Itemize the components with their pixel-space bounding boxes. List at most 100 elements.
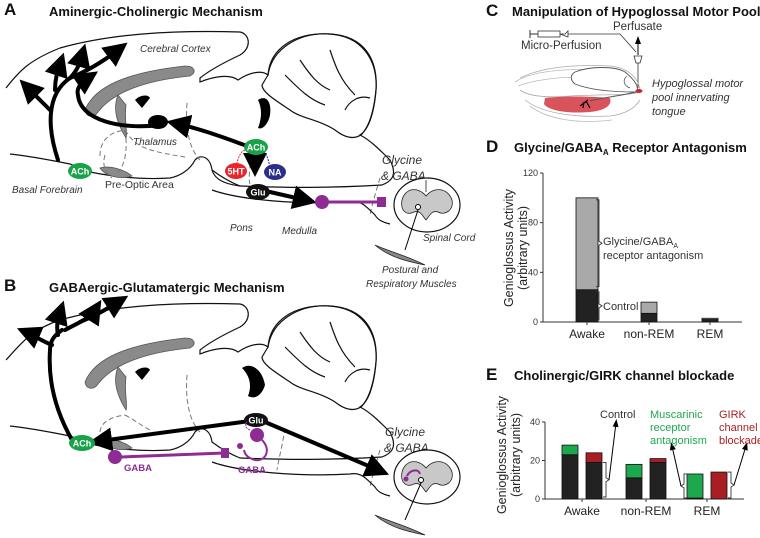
chart-d-bar-control xyxy=(640,312,658,323)
ventricle-b xyxy=(135,367,150,380)
svg-text:GABA: GABA xyxy=(124,463,152,474)
chart-e-bracket-girk xyxy=(728,471,735,499)
label-spinal-cord: Spinal Cord xyxy=(423,233,476,244)
annot-control-e: Control xyxy=(600,409,635,421)
thalamus-node xyxy=(148,115,168,129)
pons-curve xyxy=(211,169,241,187)
chart-e-category-label: REM xyxy=(694,504,721,518)
panel-d: D Glycine/GABAA Receptor Antagonism 0408… xyxy=(486,137,747,341)
corpus-callosum-b xyxy=(84,337,195,389)
chart-d-bar-antagonism xyxy=(640,301,658,314)
chart-e-bracket-muscarinic xyxy=(680,473,687,499)
corpus-callosum xyxy=(84,65,195,117)
panel-c: C Manipulation of Hypoglossal Motor Pool… xyxy=(486,1,760,122)
chart-e-ylabel-1: Genioglossus Activity xyxy=(495,395,509,514)
cortex-arrow-1 xyxy=(19,79,52,112)
panel-d-letter: D xyxy=(486,137,498,156)
chart-d-ytick-label: 120 xyxy=(523,168,538,178)
ach-pons-node: ACh xyxy=(244,139,268,155)
chart-d-bar-control xyxy=(575,289,599,323)
serotonin-node: 5HT xyxy=(225,163,247,179)
chart-e-ytick-label: 40 xyxy=(530,417,540,427)
glu-to-ach-arrow xyxy=(88,419,252,452)
forebrain-projection xyxy=(48,76,72,162)
noradrenaline-node: NA xyxy=(264,164,286,180)
glutamate-node-a: Glu xyxy=(246,184,270,200)
chart-d-ytick-label: 0 xyxy=(533,317,538,327)
chart-d-category-label: Awake xyxy=(569,327,605,341)
panel-e-letter: E xyxy=(486,365,497,384)
panel-e-title: Cholinergic/GIRK channel blockade xyxy=(514,368,734,383)
panel-a-letter: A xyxy=(4,0,16,19)
label-hypoglossal-line3: tongue xyxy=(652,106,686,118)
chart-e-arrow-girk xyxy=(733,442,748,486)
label-medulla: Medulla xyxy=(282,226,317,237)
pons-boundary-b xyxy=(186,374,201,433)
cerebellum-folds xyxy=(284,49,371,111)
chart-e-bar-control xyxy=(585,462,603,500)
chart-d-category-label: REM xyxy=(697,327,724,341)
cortex-arrow-b1 xyxy=(16,326,54,349)
chart-e-bar-girk xyxy=(585,452,603,463)
spinal-boundary-b xyxy=(369,449,381,488)
thalamus-boundary xyxy=(99,129,186,158)
svg-text:ACh: ACh xyxy=(73,439,92,449)
spinal-cord-b xyxy=(374,449,461,536)
thalamic-cortex-arrow xyxy=(71,71,162,129)
label-basal-forebrain: Basal Forebrain xyxy=(12,185,83,196)
chart-d-ylabel-2: (arbitrary units) xyxy=(516,206,530,290)
label-micro-perfusion: Micro-Perfusion xyxy=(521,40,602,52)
svg-text:ACh: ACh xyxy=(247,143,266,153)
rat-head-diagram xyxy=(514,65,643,122)
brainstem-outline-b xyxy=(211,461,391,497)
svg-text:NA: NA xyxy=(269,168,282,178)
glutamate-node-b: Glu xyxy=(244,413,268,427)
cerebellum-a xyxy=(261,33,377,139)
label-muscles-line1: Postural and xyxy=(382,265,439,276)
brainstem-outline xyxy=(211,189,391,225)
pons-to-thalamus-arrow xyxy=(166,114,252,149)
ventricle xyxy=(135,95,150,108)
chart-d-ylabel-1: Genioglossus Activity xyxy=(502,188,516,307)
ach-forebrain-node-b: ACh xyxy=(69,435,95,451)
label-cerebral-cortex: Cerebral Cortex xyxy=(140,44,212,55)
svg-text:Glu: Glu xyxy=(251,188,266,198)
probe xyxy=(633,55,643,64)
chart-e-bar-muscarinic xyxy=(686,473,704,499)
muscle-a xyxy=(374,244,426,266)
ach-forebrain-node-a: ACh xyxy=(68,163,92,179)
label-hypoglossal-line1: Hypoglossal motor xyxy=(652,78,744,90)
annot-girk-3: blockade xyxy=(719,435,760,447)
glu-to-spinal-arrow xyxy=(263,420,390,477)
panel-c-letter: C xyxy=(486,1,498,20)
label-preoptic-area: Pre-Optic Area xyxy=(105,179,174,191)
annot-muscarinic-2: receptor xyxy=(650,422,691,434)
chart-e-ytick-label: 20 xyxy=(530,456,540,466)
chart-e-bar-muscarinic xyxy=(561,444,579,456)
cerebellum-folds-b xyxy=(284,321,371,383)
panel-a-title: Aminergic-Cholinergic Mechanism xyxy=(49,4,263,19)
panel-e: E Cholinergic/GIRK channel blockade 0204… xyxy=(486,365,760,518)
label-glycine: Glycine xyxy=(382,153,422,167)
preoptic-boundary xyxy=(103,129,127,179)
chart-e-arrow-muscarinic xyxy=(669,442,682,487)
pons-boundary xyxy=(186,102,201,161)
annot-control-d: Control xyxy=(603,301,638,313)
gaba-pons-neuron: GABA xyxy=(237,421,268,476)
optic-chiasm xyxy=(99,166,133,178)
chart-d-bracket-antagonism xyxy=(596,199,603,288)
forebrain-projection-b xyxy=(47,328,74,442)
svg-text:ACh: ACh xyxy=(71,167,90,177)
gaba-preoptic-neuron: GABA xyxy=(108,448,229,474)
label-glycine-b: Glycine xyxy=(385,425,425,439)
chart-d-ytick-label: 40 xyxy=(528,267,538,277)
chart-e-arrow-control xyxy=(608,419,619,480)
label-muscles-line2: Respiratory Muscles xyxy=(366,279,457,290)
micro-perfusion-syringe xyxy=(529,30,637,53)
annot-girk-2: channel xyxy=(719,422,758,434)
chart-d-category-label: non-REM xyxy=(624,327,675,341)
panel-c-title: Manipulation of Hypoglossal Motor Pool xyxy=(512,4,760,19)
cerebellum-b xyxy=(261,305,377,411)
